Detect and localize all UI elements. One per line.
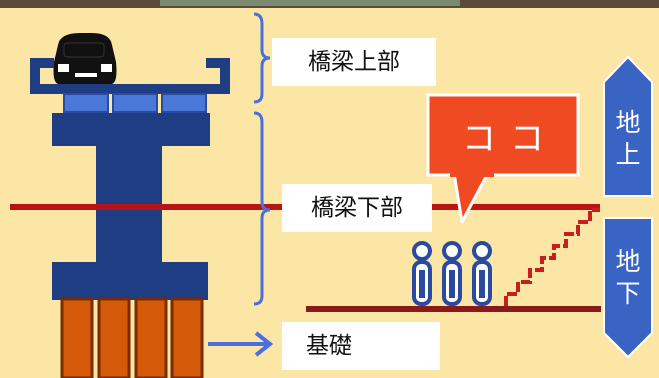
above-ground-char-1: 地 xyxy=(615,107,641,137)
stairs-icon xyxy=(504,208,600,306)
callout-bubble xyxy=(426,93,580,224)
above-ground-badge xyxy=(603,55,653,197)
brace-upper xyxy=(253,12,271,104)
label-lower-structure: 橋梁下部 xyxy=(282,184,432,232)
label-foundation: 基礎 xyxy=(282,322,440,370)
brace-lower xyxy=(253,111,271,306)
below-ground-char-2: 下 xyxy=(615,279,641,308)
below-ground-char-1: 地 xyxy=(615,246,641,276)
arrow-right-icon xyxy=(208,331,274,357)
underground-floor xyxy=(306,306,601,312)
above-ground-text: 地 上 xyxy=(604,82,652,196)
people-icon xyxy=(412,241,492,306)
label-upper-structure: 橋梁上部 xyxy=(272,38,436,86)
bridge-deck xyxy=(30,58,230,94)
car-icon xyxy=(53,33,117,84)
callout-text: ココ xyxy=(462,118,558,159)
bearing-blocks xyxy=(63,93,207,113)
above-ground-char-2: 上 xyxy=(615,140,641,169)
top-photo-strip-detail xyxy=(160,0,460,6)
foundation-piles xyxy=(60,297,204,378)
below-ground-badge xyxy=(603,217,653,359)
below-ground-text: 地 下 xyxy=(604,222,652,334)
